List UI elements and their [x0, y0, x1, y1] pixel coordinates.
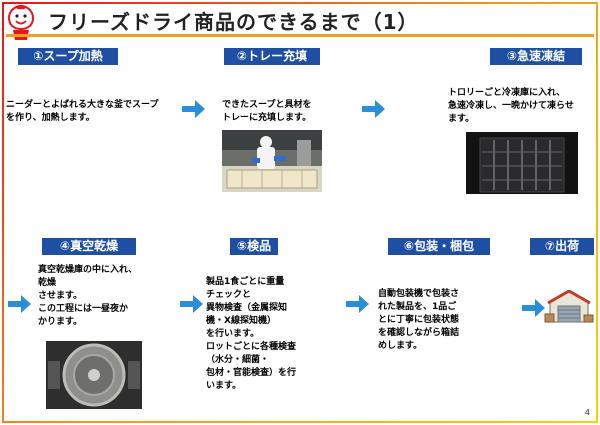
step-4-label: ④真空乾燥 [42, 238, 136, 255]
step-2-line: できたスープと具材を [222, 99, 342, 112]
step-1-label: ①スープ加熱 [18, 48, 118, 65]
page-title: フリーズドライ商品のできるまで（1） [48, 6, 419, 35]
step-6-line: 自動包装機で包装さ [378, 288, 500, 301]
step-2-description: できたスープと具材を トレーに充填します。 [222, 99, 342, 125]
vacuum-dryer-photo [46, 341, 142, 409]
step-3-line: トロリーごと冷凍庫に入れ、 [448, 87, 594, 100]
title-underline [6, 34, 594, 37]
step-1-line: ニーダーとよばれる大きな釜でスープ [6, 99, 176, 112]
step-3-description: トロリーごと冷凍庫に入れ、 急速冷凍し、一晩かけて凍らせ ます。 [448, 87, 594, 126]
step-4-line: させます。 [38, 290, 158, 303]
step-5-line: 異物検査（金属探知 [206, 302, 330, 315]
step-1-line: を作り、加熱します。 [6, 112, 176, 125]
step-6-line: れた製品を、1品ご [378, 301, 500, 314]
step-2-line: トレーに充填します。 [222, 112, 342, 125]
step-1-description: ニーダーとよばれる大きな釜でスープ を作り、加熱します。 [6, 99, 176, 125]
step-5-line: 包材・官能検査）を行 [206, 367, 330, 380]
arrow-right-icon [178, 293, 204, 315]
step-6-label: ⑥包装・梱包 [388, 238, 490, 255]
freezer-photo [466, 132, 578, 194]
page-number: 4 [585, 408, 590, 417]
step-4-line: かります。 [38, 316, 158, 329]
step-5-line: チェックと [206, 289, 330, 302]
arrow-right-icon [360, 98, 386, 120]
step-4-description: 真空乾燥庫の中に入れ、 乾燥 させます。 この工程には一昼夜か かります。 [38, 264, 158, 329]
arrow-right-icon [180, 98, 206, 120]
arrow-right-icon [6, 293, 32, 315]
step-4-line: この工程には一昼夜か [38, 303, 158, 316]
step-5-line: を行います。 [206, 328, 330, 341]
step-2-label: ②トレー充填 [224, 48, 320, 65]
step-5-line: ロットごとに各種検査 [206, 341, 330, 354]
step-6-description: 自動包装機で包装さ れた製品を、1品ご とに丁寧に包装状態 を確認しながら箱詰 … [378, 288, 500, 353]
step-5-label: ⑤検品 [230, 238, 278, 255]
tray-filling-photo [222, 130, 322, 192]
step-7-label: ⑦出荷 [530, 238, 594, 255]
step-6-line: めします。 [378, 340, 500, 353]
step-5-line: 製品1食ごとに重量 [206, 276, 330, 289]
step-6-line: を確認しながら箱詰 [378, 327, 500, 340]
step-5-description: 製品1食ごとに重量 チェックと 異物検査（金属探知 機・X線探知機） を行います… [206, 276, 330, 393]
arrow-right-icon [520, 297, 546, 319]
step-5-line: （水分・細菌・ [206, 354, 330, 367]
step-4-line: 乾燥 [38, 277, 158, 290]
step-3-label: ③急速凍結 [490, 48, 582, 65]
step-5-line: 機・X線探知機） [206, 315, 330, 328]
step-5-line: います。 [206, 380, 330, 393]
step-6-line: とに丁寧に包装状態 [378, 314, 500, 327]
step-4-line: 真空乾燥庫の中に入れ、 [38, 264, 158, 277]
step-3-line: 急速冷凍し、一晩かけて凍らせ [448, 100, 594, 113]
step-3-line: ます。 [448, 113, 594, 126]
warehouse-icon [544, 290, 594, 324]
arrow-right-icon [344, 293, 370, 315]
